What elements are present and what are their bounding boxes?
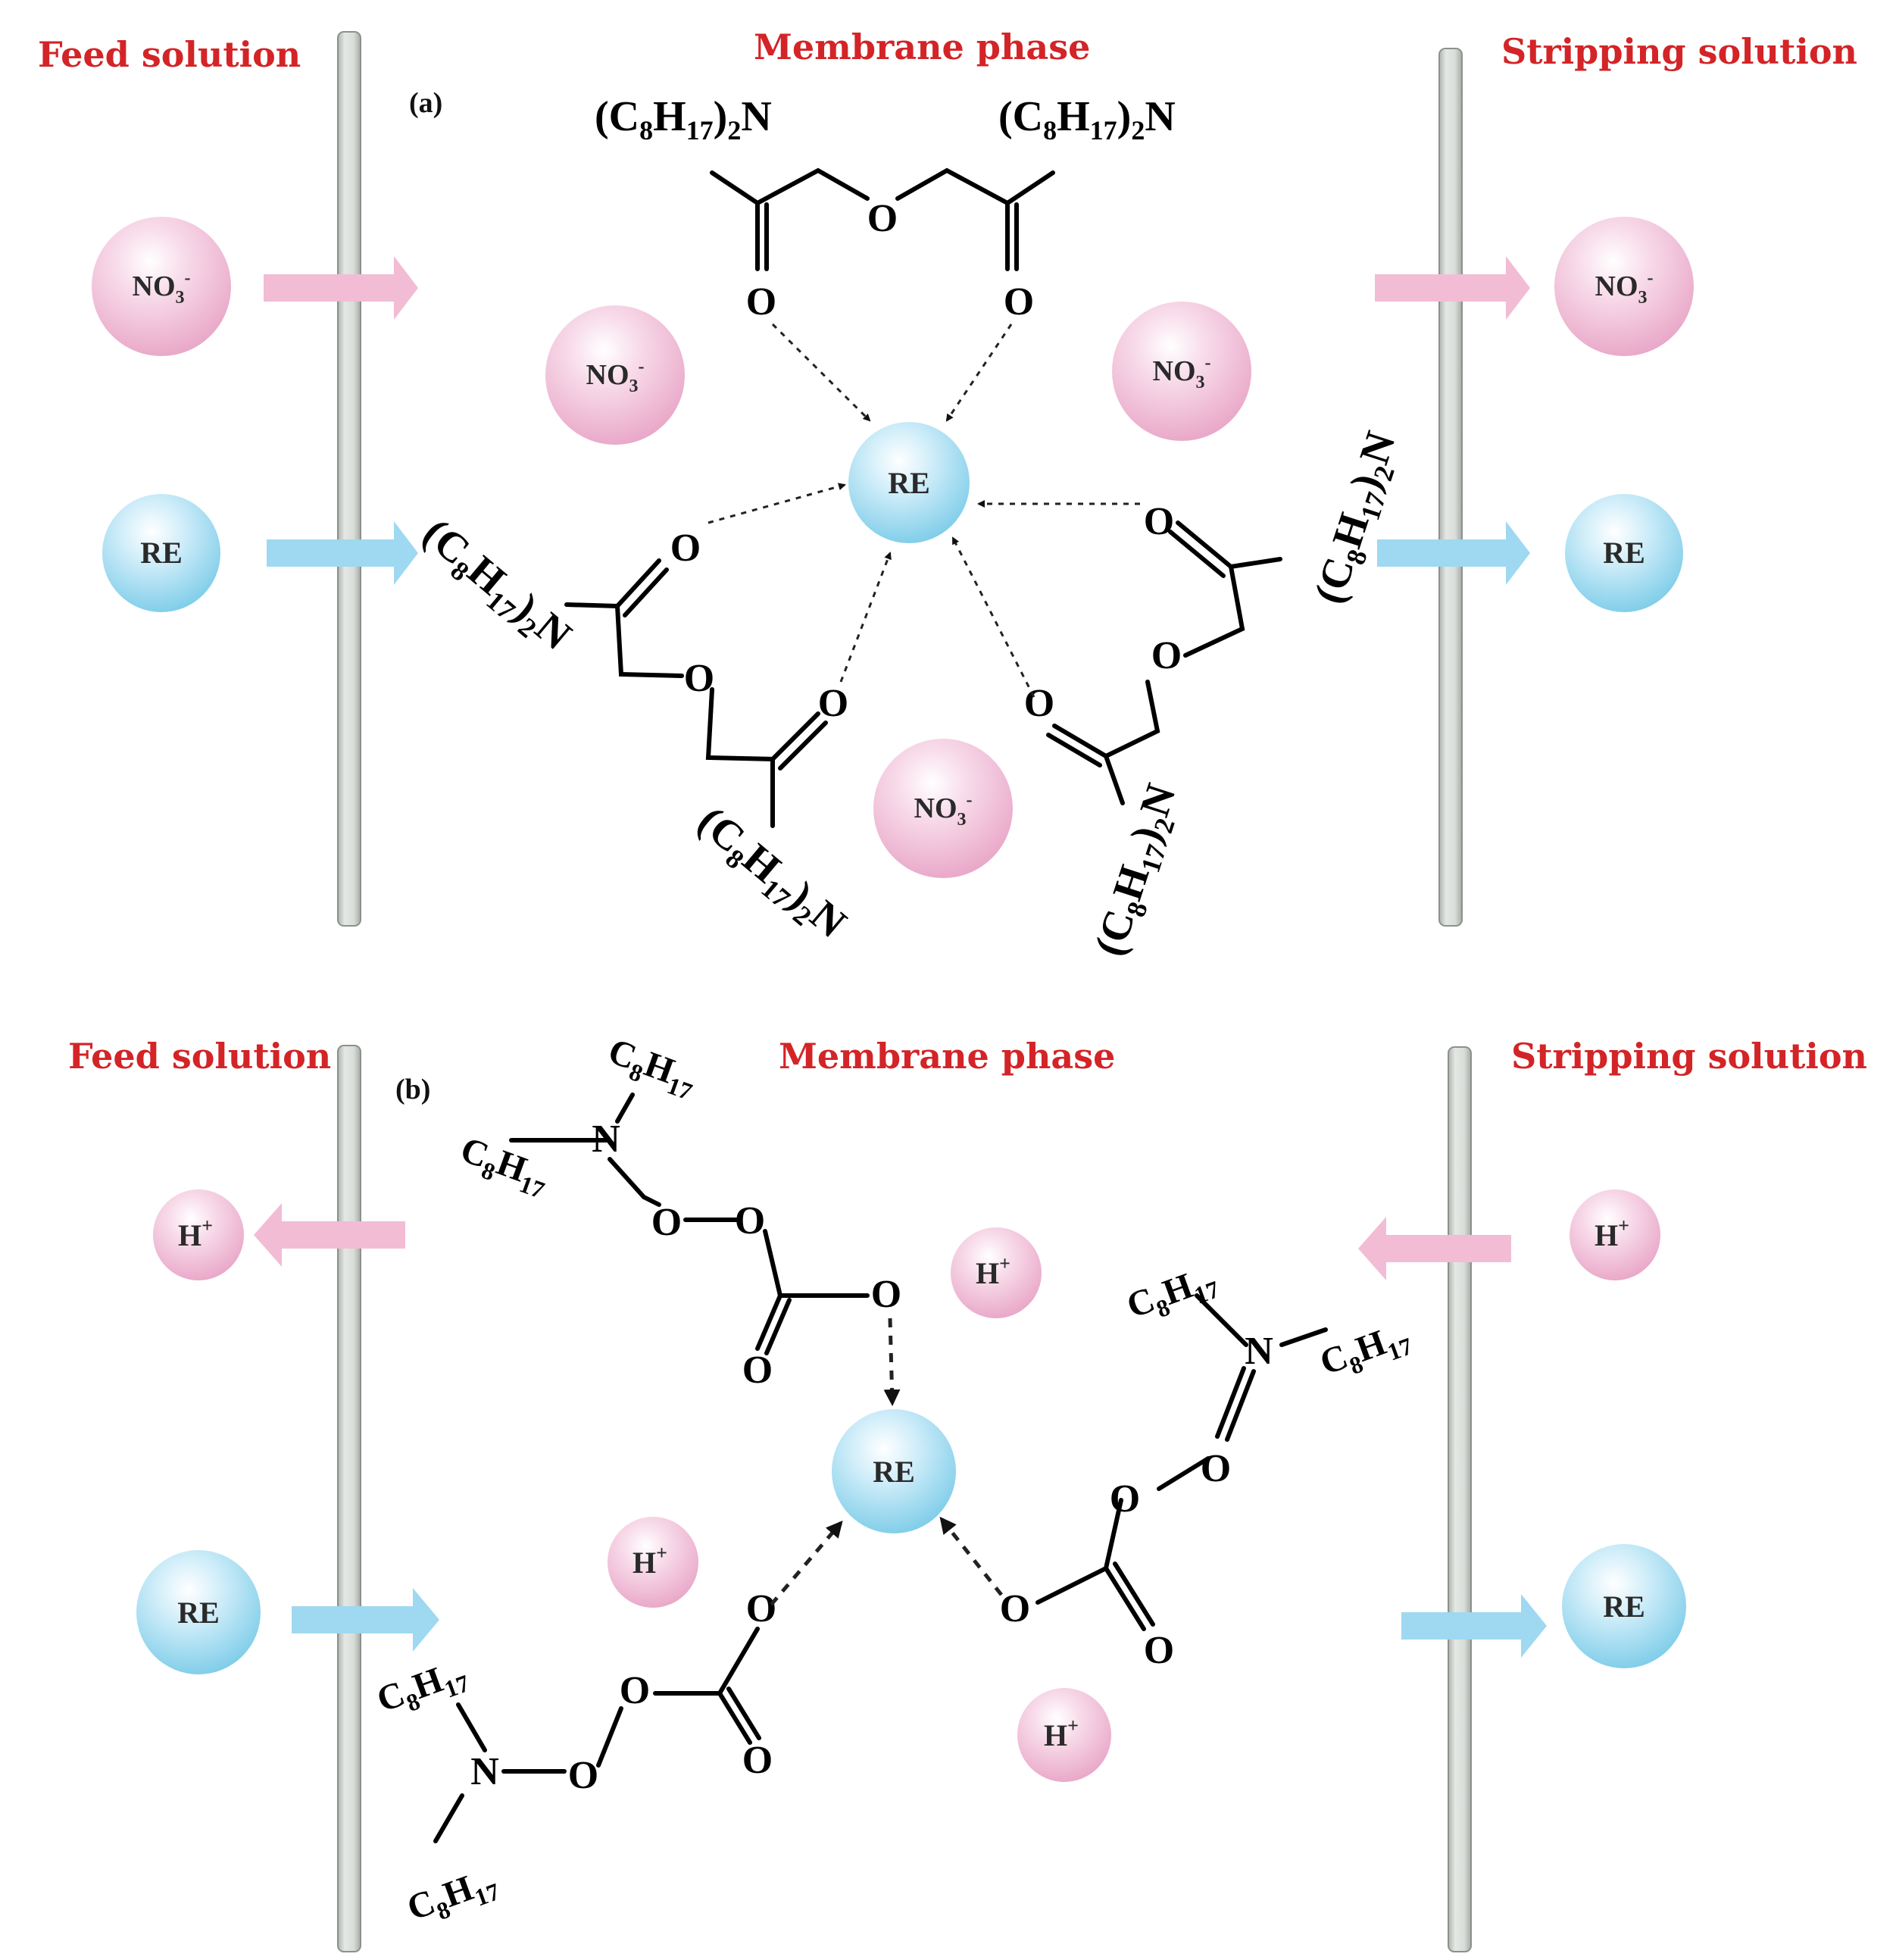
nitrate-transport-arrow-strip xyxy=(1375,256,1530,320)
nitrogen-lower-left: N xyxy=(470,1750,499,1793)
stripping-solution-label-a: Stripping solution xyxy=(1501,31,1857,72)
coordination-arrow-b-2 xyxy=(770,1520,843,1606)
membrane-boundary-strip-a xyxy=(1438,48,1463,927)
proton-feed: H+ xyxy=(153,1189,244,1280)
membrane-phase-label-b: Membrane phase xyxy=(779,1036,1115,1077)
nitrate-ion-feed: NO3- xyxy=(92,217,231,356)
carbonyl-oxygen-ll-2: O xyxy=(818,682,848,725)
svg-text:RE: RE xyxy=(1603,536,1645,570)
octyl-group-ll-top: C8H17 xyxy=(372,1651,473,1725)
carbonyl-oxygen-ll-1: O xyxy=(670,527,701,570)
nitrate-ion-membrane-1: NO3- xyxy=(545,305,685,445)
oxygen-ul-2: O xyxy=(735,1199,765,1243)
re-ion-center-a: RE xyxy=(848,422,970,543)
octyl-group-r-top: C8H17 xyxy=(1122,1257,1223,1331)
ether-oxygen-lr: O xyxy=(1151,634,1182,677)
amine-group-left: (C8H17)2N xyxy=(411,509,579,663)
oxygen-r-3: O xyxy=(1000,1587,1030,1630)
re-transport-arrow-strip xyxy=(1377,521,1530,585)
carbonyl-oxygen-lr-1: O xyxy=(1144,500,1174,543)
oxygen-ul-1: O xyxy=(651,1201,682,1244)
panel-a: Feed solution Membrane phase Stripping s… xyxy=(38,27,1857,963)
amine-group-top-left: (C8H17)2N xyxy=(595,93,772,145)
coordination-arrow-a-2 xyxy=(945,324,1013,422)
panel-b: Feed solution Membrane phase Stripping s… xyxy=(68,1031,1867,1952)
panel-b-label: (b) xyxy=(395,1074,430,1105)
coordination-arrow-a-4 xyxy=(839,552,892,683)
amine-group-top-right: (C8H17)2N xyxy=(998,93,1176,145)
carbonyl-oxygen-top-left: O xyxy=(746,280,776,324)
feed-solution-label-b: Feed solution xyxy=(68,1036,331,1077)
carbamate-ligand-lower-left: N O O O O C8H17 C8H17 xyxy=(372,1587,777,1934)
coordination-arrow-a-3 xyxy=(707,483,846,524)
nitrate-ion-membrane-3: NO3- xyxy=(873,739,1013,878)
coordination-arrow-a-1 xyxy=(771,323,871,422)
diglycolamide-ligand-lower-right: O O O (C8H17)2N (C8H17)2N xyxy=(1024,427,1410,964)
proton-transport-arrow-feed xyxy=(254,1203,405,1267)
proton-strip: H+ xyxy=(1570,1189,1660,1280)
amine-group-bottom-right: (C8H17)2N xyxy=(1085,779,1190,964)
nitrogen-upper-left: N xyxy=(592,1118,620,1161)
oxygen-ll-2: O xyxy=(620,1669,650,1712)
oxygen-r-2: O xyxy=(1110,1477,1140,1521)
oxygen-r-4: O xyxy=(1144,1629,1174,1672)
svg-text:RE: RE xyxy=(140,536,183,570)
re-ion-feed: RE xyxy=(102,494,220,612)
nitrate-transport-arrow-feed xyxy=(264,256,418,320)
carbonyl-oxygen-lr-2: O xyxy=(1024,682,1054,725)
coordination-arrow-b-1 xyxy=(883,1318,901,1406)
carbamate-ligand-right: N O O O O C8H17 C8H17 xyxy=(1000,1257,1417,1672)
ether-oxygen-top: O xyxy=(867,197,898,240)
re-ion-strip-b: RE xyxy=(1562,1544,1686,1668)
oxygen-ul-4: O xyxy=(742,1349,773,1392)
oxygen-ll-3: O xyxy=(742,1739,773,1782)
proton-membrane-1: H+ xyxy=(951,1227,1042,1318)
carbonyl-oxygen-top-right: O xyxy=(1004,280,1034,324)
carbamate-ligand-upper-left: N O O O O C8H17 C8H17 xyxy=(454,1031,902,1392)
proton-membrane-2: H+ xyxy=(608,1517,698,1608)
coordination-arrow-a-6 xyxy=(951,536,1035,698)
oxygen-r-1: O xyxy=(1201,1447,1231,1490)
coordination-arrow-b-3 xyxy=(939,1516,1003,1596)
oxygen-ll-1: O xyxy=(568,1754,598,1797)
svg-text:RE: RE xyxy=(1603,1590,1645,1624)
feed-solution-label-a: Feed solution xyxy=(38,34,301,75)
svg-text:RE: RE xyxy=(873,1455,915,1489)
membrane-boundary-strip-b xyxy=(1448,1046,1472,1952)
octyl-group-ll-bottom: C8H17 xyxy=(402,1859,504,1933)
panel-a-label: (a) xyxy=(409,87,442,119)
octyl-group-r-right: C8H17 xyxy=(1315,1314,1417,1388)
re-ion-center-b: RE xyxy=(832,1409,956,1533)
svg-text:RE: RE xyxy=(888,466,930,500)
ether-oxygen-ll: O xyxy=(684,657,714,700)
oxygen-ll-4: O xyxy=(746,1587,776,1630)
membrane-boundary-feed-a xyxy=(337,31,361,927)
re-ion-strip: RE xyxy=(1565,494,1683,612)
proton-transport-arrow-strip xyxy=(1358,1217,1511,1280)
octyl-group-ul-top: C8H17 xyxy=(601,1031,703,1105)
diglycolamide-ligand-top: O O O (C8H17)2N (C8H17)2N xyxy=(595,93,1176,324)
nitrogen-right: N xyxy=(1245,1330,1273,1373)
svg-text:RE: RE xyxy=(177,1596,220,1630)
stripping-solution-label-b: Stripping solution xyxy=(1511,1036,1867,1077)
proton-membrane-3: H+ xyxy=(1017,1688,1111,1782)
membrane-phase-label-a: Membrane phase xyxy=(754,27,1090,67)
re-ion-feed-b: RE xyxy=(136,1550,261,1674)
amine-group-bottom-left: (C8H17)2N xyxy=(686,797,854,951)
amine-group-right: (C8H17)2N xyxy=(1305,427,1410,611)
re-transport-arrow-feed-b xyxy=(292,1588,439,1652)
membrane-boundary-feed-b xyxy=(337,1045,361,1952)
re-transport-arrow-feed xyxy=(267,521,418,585)
diglycolamide-ligand-lower-left: O O O (C8H17)2N (C8H17)2N xyxy=(411,509,854,951)
nitrate-ion-strip: NO3- xyxy=(1554,217,1694,356)
nitrate-ion-membrane-2: NO3- xyxy=(1112,302,1251,441)
oxygen-ul-3: O xyxy=(871,1273,901,1316)
re-transport-arrow-strip-b xyxy=(1401,1594,1547,1658)
